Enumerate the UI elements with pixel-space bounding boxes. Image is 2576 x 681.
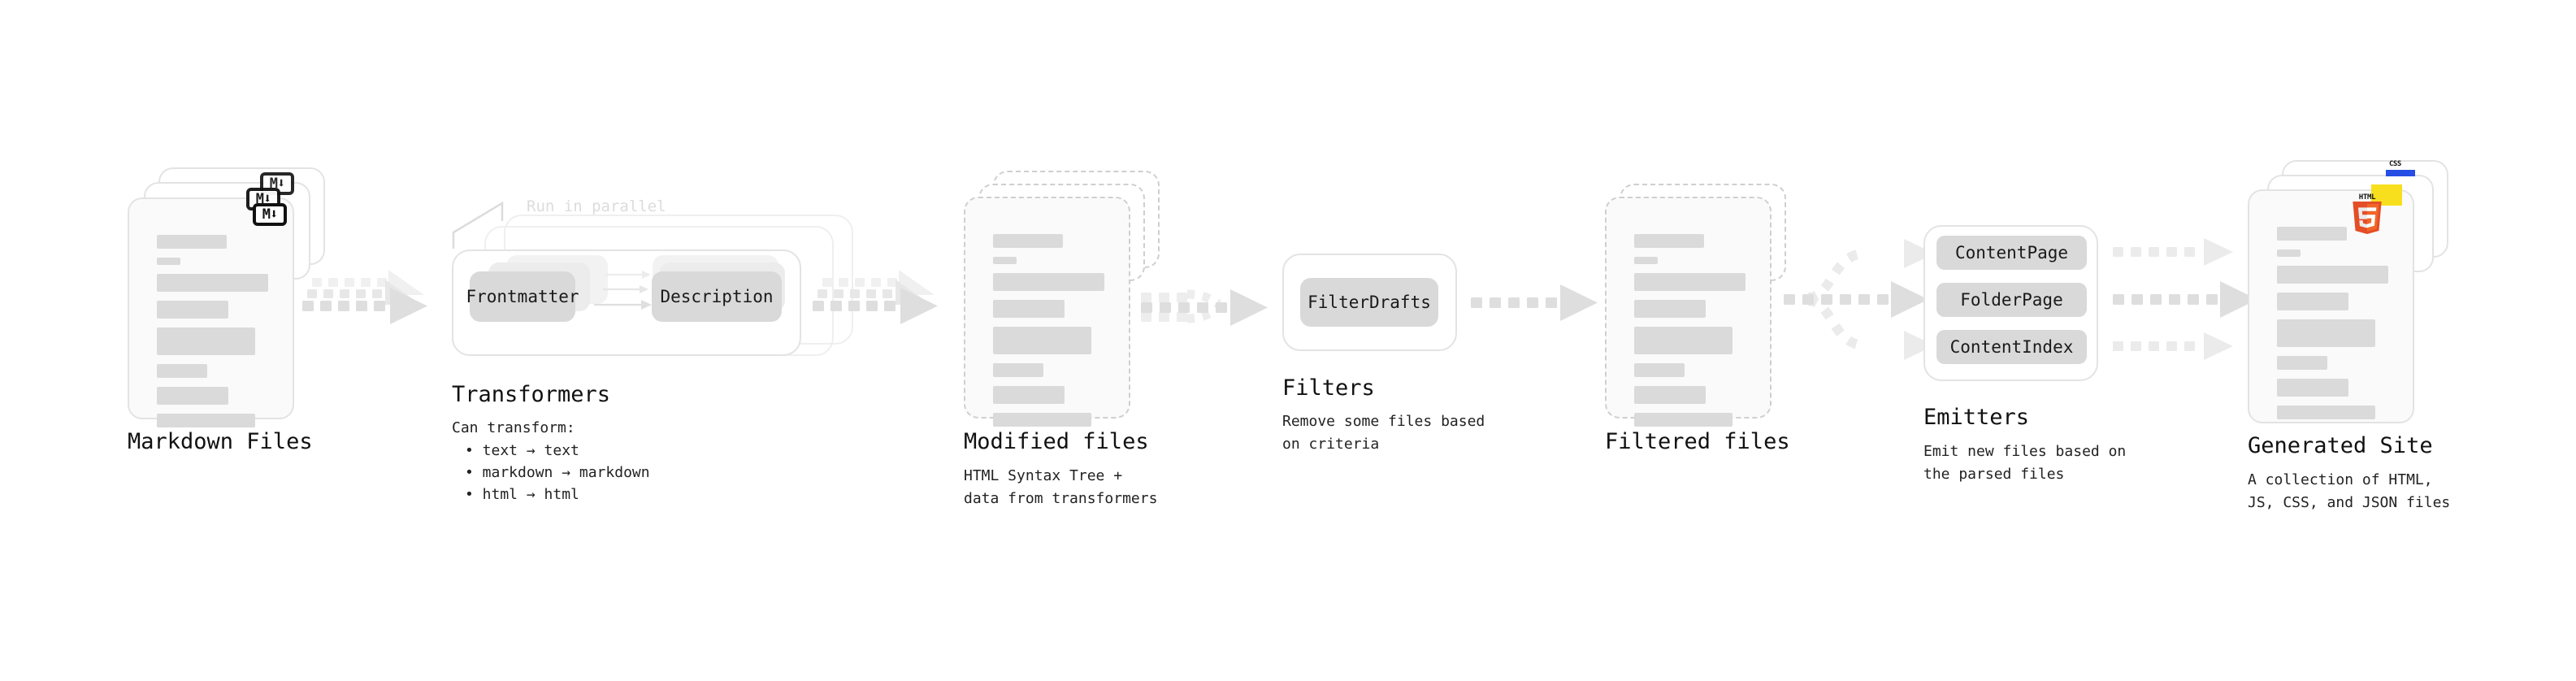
generated-site-card-front [2248,189,2414,423]
generated-site-card-stack: CSS HTML [0,0,2448,423]
transformer-node-frontmatter[interactable]: Frontmatter [466,271,579,322]
stage-desc-transformers: Can transform: [452,419,575,436]
stage-title-modified-files: Modified files [964,429,1149,454]
stage-desc-emitters: Emit new files based on the parsed files [1923,443,2127,483]
modified-file-card-front [964,197,1130,427]
html5-icon-label: HTML [2358,193,2376,202]
stage-title-filtered-files: Filtered files [1605,429,1790,454]
generated-site-placeholder-lines [2277,227,2388,428]
transformers-bullet-0: • text → text [465,442,579,459]
markdown-icon-glyph: M⬇ [269,175,286,192]
stage-title-generated-site: Generated Site [2248,433,2433,458]
transformers-bullet-1: • markdown → markdown [465,464,650,481]
filtered-file-placeholder-lines [1634,234,1746,436]
modified-file-placeholder-lines [993,234,1104,436]
html5-icon: HTML [2351,193,2383,234]
emitter-node-contentindex[interactable]: ContentIndex [1936,330,2087,364]
css-icon-bar [2386,170,2415,176]
arrow-filtered-to-emitters [1784,239,1935,360]
stage-title-emitters: Emitters [1923,405,2030,430]
filtered-file-card-front [1605,197,1772,427]
markdown-icon-glyph: M⬇ [255,190,272,207]
stage-desc-filters: Remove some files based on criteria [1282,413,1485,453]
stage-title-markdown-files: Markdown Files [128,429,313,454]
emitter-node-contentpage[interactable]: ContentPage [1936,236,2087,270]
emitter-node-folderpage[interactable]: FolderPage [1936,283,2087,317]
arrow-markdown-to-transformers [302,270,427,324]
html5-icon-shield [2353,202,2382,234]
run-in-parallel-bracket [452,201,504,249]
arrow-transformers-to-modified [813,270,938,324]
arrow-modified-to-filters [1141,289,1268,326]
markdown-icon-back-1: M⬇ [246,188,280,210]
markdown-file-placeholder-lines [157,235,268,436]
css-icon: CSS [2386,161,2415,176]
stage-title-transformers: Transformers [452,382,611,407]
markdown-file-card-front [128,197,294,427]
markdown-icon: M⬇ [253,203,287,226]
stage-desc-modified-files: HTML Syntax Tree + data from transformer… [964,467,1158,507]
stage-desc-generated-site: A collection of HTML, JS, CSS, and JSON … [2248,471,2451,511]
filter-node-filterdrafts[interactable]: FilterDrafts [1300,278,1438,327]
transformer-internal-arrows [594,271,652,310]
run-in-parallel-label: Run in parallel [527,197,666,215]
css-icon-label: CSS [2389,160,2401,168]
stage-title-filters: Filters [1282,375,1375,401]
transformers-bullet-2: • html → html [465,486,579,503]
transformer-node-description[interactable]: Description [652,271,782,322]
arrow-filters-to-filtered [1471,284,1598,321]
markdown-icon-glyph: M⬇ [262,206,279,223]
arrow-emitters-to-site [2113,238,2257,360]
